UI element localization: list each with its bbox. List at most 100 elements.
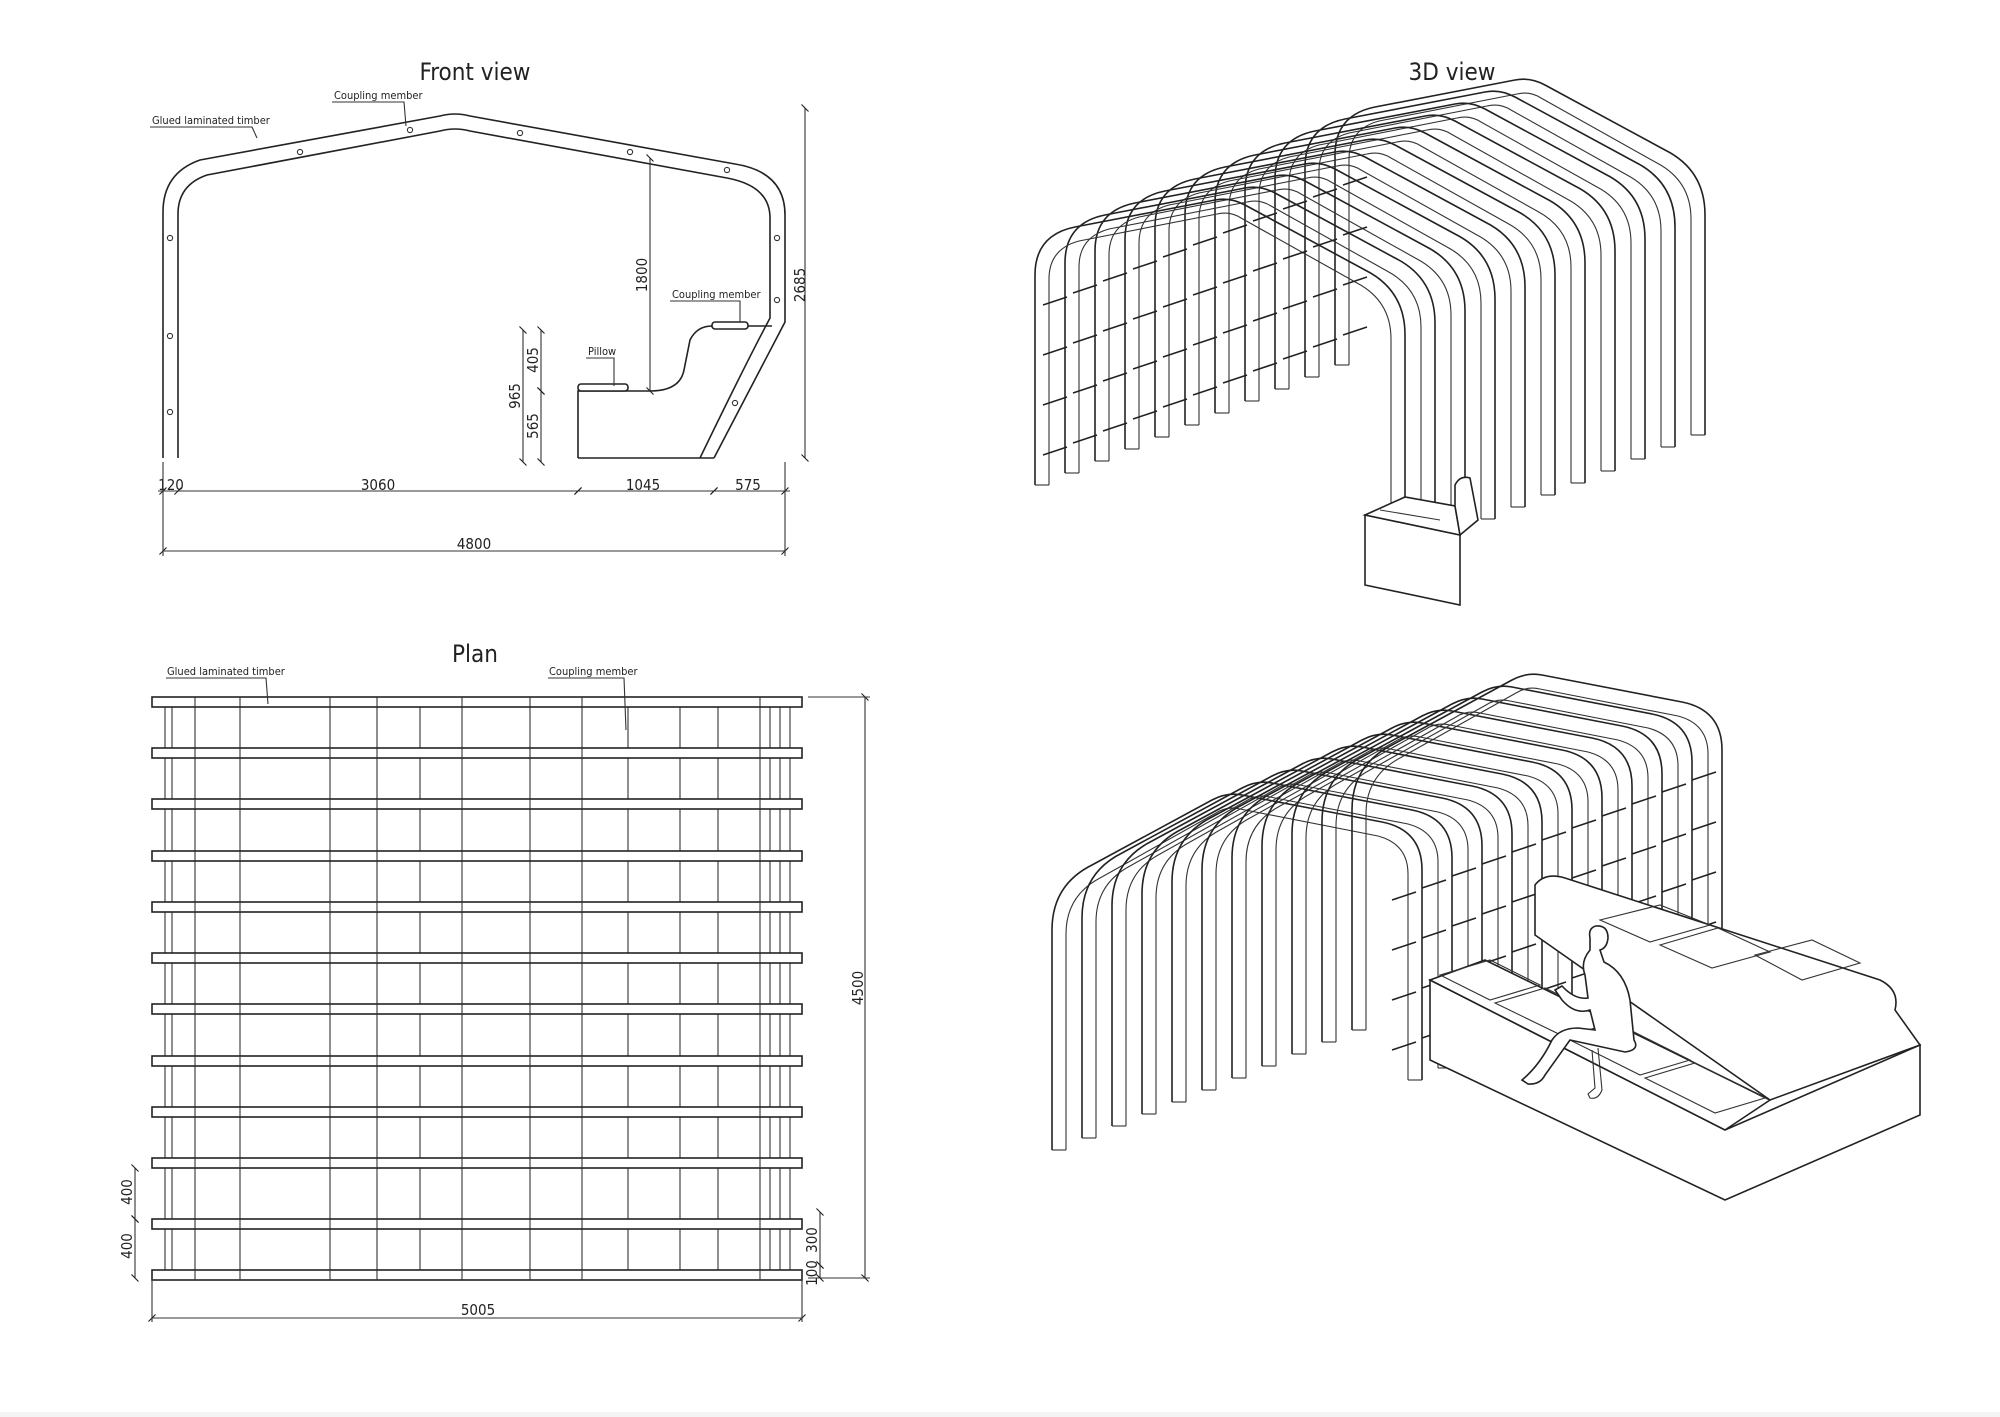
iso-upper-rib [1094,174,1466,531]
iso-view-upper: 3D view [1034,58,1706,606]
iso-upper-coupling [1042,296,1068,306]
iso-upper-coupling [1162,248,1188,258]
iso-lower-coupling [1571,869,1597,879]
iso-lower-coupling [1691,771,1717,781]
plan-title: Plan [452,640,498,668]
iso-lower-coupling [1691,821,1717,831]
iso-upper-coupling [1192,236,1218,246]
shell-outer-profile [162,113,786,459]
dim-965: 965 [506,383,524,409]
iso-lower-coupling [1691,871,1717,881]
iso-lower-coupling [1421,879,1447,889]
back-cushion [711,321,749,330]
iso-lower-rib [1111,769,1483,1126]
iso-upper-coupling [1072,284,1098,294]
iso-upper-coupling [1132,360,1158,370]
iso-upper-coupling [1102,422,1128,432]
iso-upper-coupling [1222,324,1248,334]
iso-upper-coupling [1342,326,1368,336]
iso-upper-coupling [1282,200,1308,210]
label-coupling-seat: Coupling member [672,288,761,301]
iso-lower-rib [1141,757,1513,1114]
iso-lower-coupling [1391,891,1417,901]
iso-lower-coupling [1661,833,1687,843]
iso-upper-coupling [1312,188,1338,198]
iso-lower-coupling [1451,867,1477,877]
dim-1045: 1045 [626,476,660,494]
iso-upper-coupling [1072,334,1098,344]
iso-upper-coupling [1282,350,1308,360]
iso-upper-rib [1154,150,1526,507]
iso-upper-rib [1064,186,1436,543]
iso-lower-coupling [1541,831,1567,841]
dim-565: 565 [524,413,542,439]
seat-pillow [577,383,629,392]
plan-timber-rib [151,747,803,759]
iso-lower-coupling [1601,857,1627,867]
plan-timber-rib [151,850,803,862]
iso-lower-rib [1081,781,1453,1138]
iso-lower-rib [1231,721,1603,1078]
iso-lower-rib [1351,673,1723,1030]
plan-timber-rib [151,1106,803,1118]
iso-lower-rib [1291,697,1663,1054]
front-view: Front view Glued laminated timber Co [150,58,809,556]
iso-upper-rib [1034,198,1406,555]
plan-timber-rib [151,798,803,810]
iso-upper-coupling [1102,372,1128,382]
iso-lower-coupling [1631,795,1657,805]
seated-person-figure [1520,925,1637,1085]
iso-lower-coupling [1391,991,1417,1001]
iso-upper-coupling [1162,298,1188,308]
iso-upper-coupling [1342,276,1368,286]
iso-lower-rib [1321,685,1693,1042]
iso-lower-coupling [1661,883,1687,893]
iso-upper-coupling [1252,262,1278,272]
plan-structure [151,696,803,1281]
plan-timber-rib [151,1003,803,1015]
leader-plan-coupling [548,677,627,731]
iso-upper-coupling [1192,386,1218,396]
iso-upper-coupling [1042,446,1068,456]
iso-lower-rib [1201,733,1573,1090]
dim-120: 120 [158,476,184,494]
iso-upper-coupling [1312,288,1338,298]
iso-lower-coupling [1481,855,1507,865]
iso-upper-structure [1034,78,1706,556]
leader-coupling-seat [670,300,741,322]
iso-view-title: 3D view [1409,58,1496,86]
iso-upper-coupling [1342,226,1368,236]
iso-upper-coupling [1102,272,1128,282]
iso-upper-coupling [1282,250,1308,260]
leader-plan-glued [166,677,269,705]
dim-plan-300: 300 [803,1227,821,1253]
iso-upper-coupling [1162,348,1188,358]
iso-upper-coupling [1312,338,1338,348]
label-plan-glued: Glued laminated timber [167,665,286,678]
front-view-title: Front view [420,58,531,86]
iso-upper-coupling [1222,274,1248,284]
plan-timber-rib [151,1218,803,1230]
plan-timber-rib [151,952,803,964]
iso-upper-coupling [1312,238,1338,248]
iso-lower-coupling [1571,819,1597,829]
dim-plan-400-a: 400 [118,1179,136,1205]
iso-lower-coupling [1511,893,1537,903]
plan-view: Plan Glued laminated timber Coupling mem… [118,640,870,1322]
label-coupling-top: Coupling member [334,89,423,102]
iso-upper-coupling [1252,212,1278,222]
iso-lower-coupling [1601,807,1627,817]
iso-lower-coupling [1421,929,1447,939]
dim-3060: 3060 [361,476,395,494]
iso-upper-coupling [1192,336,1218,346]
iso-upper-coupling [1072,434,1098,444]
iso-upper-rib [1184,138,1556,495]
iso-lower-coupling [1661,783,1687,793]
iso-upper-coupling [1132,260,1158,270]
iso-lower-coupling [1631,845,1657,855]
iso-upper-coupling [1342,176,1368,186]
iso-upper-coupling [1252,362,1278,372]
iso-upper-coupling [1162,398,1188,408]
shell-bolts [166,126,781,416]
